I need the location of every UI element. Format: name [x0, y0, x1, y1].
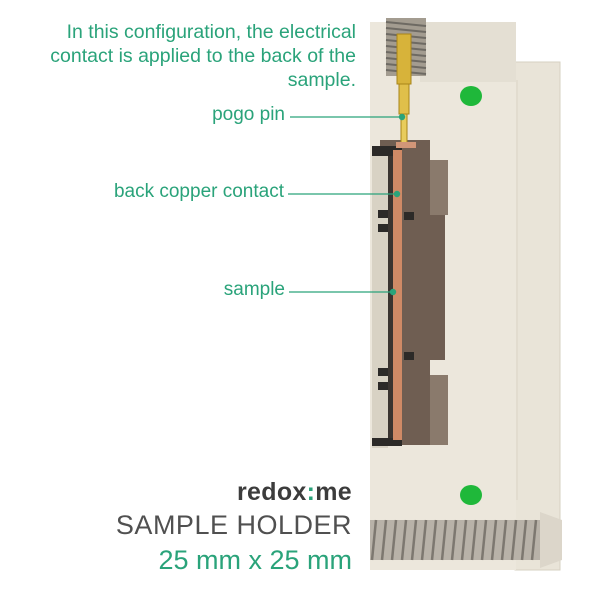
outer-housing [514, 61, 561, 571]
clamp-bottom-lip [372, 438, 402, 446]
label-pogo-pin: pogo pin [212, 104, 285, 125]
brand-name-start: redox [237, 478, 307, 506]
clamp-tabs [378, 210, 414, 390]
copper-leader-dot [393, 190, 401, 198]
sample-leader-dot [389, 288, 397, 296]
recess-shadow-lower [430, 375, 448, 445]
sample-plate [388, 156, 393, 438]
brand-name-end: me [315, 478, 352, 506]
product-size: 25 mm x 25 mm [158, 545, 352, 575]
housing-top-shadow [420, 22, 516, 82]
recess-shadow [430, 160, 448, 215]
bottom-screw [370, 512, 562, 568]
back-copper-contact-plate [393, 150, 402, 440]
o-ring-top [460, 86, 482, 106]
label-back-copper-contact: back copper contact [113, 181, 284, 202]
intro-description: In this configuration, the electrical co… [50, 21, 356, 91]
callout-lines [288, 113, 406, 296]
product-title: SAMPLE HOLDER [115, 510, 352, 540]
front-clamp-strip [372, 148, 388, 448]
clamp-top-lip [372, 146, 402, 156]
o-ring-bottom [460, 485, 482, 505]
pogo-pin-leader-dot [398, 113, 406, 121]
label-sample: sample [223, 279, 285, 300]
brand-name-dot: : [306, 478, 316, 506]
brand-logo: redox:me [237, 478, 352, 507]
pogo-pin [396, 33, 416, 148]
